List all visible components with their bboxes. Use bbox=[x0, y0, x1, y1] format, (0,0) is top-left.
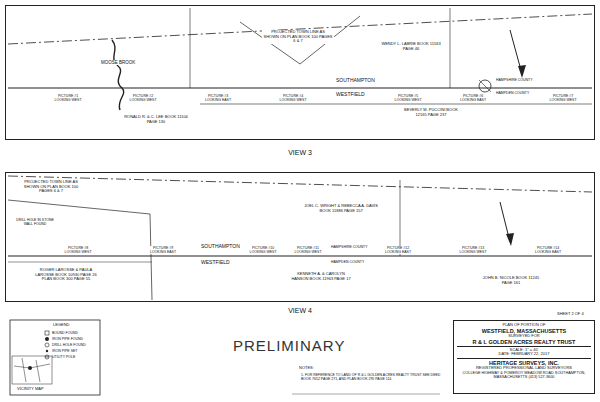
boundary-name: HAMPSHIRE COUNTY bbox=[495, 78, 534, 82]
parcel-label: JOHN B. NICOLE BOOK 11245 PAGE 161 bbox=[480, 276, 542, 285]
legend-symbol bbox=[44, 336, 50, 342]
map-caption: VICINITY MAP bbox=[16, 387, 45, 392]
photo-callout: PICTURE #10 LOOKING WEST bbox=[245, 246, 281, 254]
boundary-name: WESTFIELD bbox=[335, 92, 366, 98]
legend-text: IRON PIPE SET bbox=[52, 349, 77, 353]
parcel-label: PROJECTED TOWN LINE AS SHOWN ON PLAN BOO… bbox=[20, 180, 82, 194]
title-block-text: DATE: FEBRUARY 22, 2017 bbox=[457, 352, 591, 359]
boundary-name: WESTFIELD bbox=[200, 260, 231, 266]
photo-callout: PICTURE #2 LOOKING WEST bbox=[125, 94, 161, 102]
title-block-text: COLLEGE HIGHWAY & POMEROY MEADOW ROAD SO… bbox=[457, 371, 591, 380]
legend-text: UTILITY POLE bbox=[52, 355, 75, 359]
legend-symbol bbox=[44, 348, 50, 354]
photo-callout: PICTURE #13 LOOKING WEST bbox=[455, 246, 491, 254]
view-panel: VIEW 3 bbox=[5, 5, 595, 140]
legend-symbol bbox=[44, 342, 50, 348]
note-text: NOTES: bbox=[298, 366, 315, 371]
photo-callout: PICTURE #6 LOOKING EAST bbox=[455, 94, 491, 102]
legend-text: BOUND FOUND bbox=[52, 331, 78, 335]
title-block: PLAN OF PORTION OFWESTFIELD, MASSACHUSET… bbox=[453, 320, 595, 394]
view-title: VIEW 3 bbox=[6, 149, 594, 156]
boundary-name: SOUTHAMPTON bbox=[200, 244, 241, 250]
photo-callout: PICTURE #4 LOOKING WEST bbox=[275, 94, 311, 102]
photo-callout: PICTURE #14 LOOKING EAST bbox=[530, 246, 566, 254]
note-text: 1. FOR REFERENCE TO LAND OF R & L GOLDEN… bbox=[300, 373, 452, 381]
sheet-number: SHEET 2 OF 4 bbox=[556, 312, 585, 317]
boundary-name: HAMPDEN COUNTY bbox=[330, 260, 365, 264]
view-title: VIEW 4 bbox=[6, 307, 594, 314]
parcel-label: PROJECTED TOWN LINE AS SHOWN ON PLAN BOO… bbox=[262, 30, 334, 44]
title-block-text: R & L GOLDEN ACRES REALTY TRUST bbox=[457, 339, 591, 347]
legend-entry: IRON PIPE FOUND bbox=[44, 336, 86, 342]
parcel-label: MOOSE BROOK bbox=[100, 60, 136, 65]
legend-list: BOUND FOUND IRON PIPE FOUND DRILL HOLE FOU… bbox=[44, 330, 86, 360]
legend-symbol bbox=[44, 354, 50, 360]
photo-callout: PICTURE #1 LOOKING WEST bbox=[50, 94, 86, 102]
legend-entry: BOUND FOUND bbox=[44, 330, 86, 336]
parcel-label: ROGER LAROSSE & PAULA LAROSSE BOOK 10930… bbox=[30, 268, 102, 282]
photo-callout: PICTURE #11 LOOKING WEST bbox=[290, 246, 326, 254]
parcel-label: DRILL HOLE IN STONE WALL FOUND bbox=[14, 218, 56, 226]
legend-text: IRON PIPE FOUND bbox=[52, 337, 83, 341]
boundary-name: HAMPDEN COUNTY bbox=[495, 91, 530, 95]
photo-callout: PICTURE #8 LOOKING WEST bbox=[60, 246, 96, 254]
photo-callout: PICTURE #5 LOOKING WEST bbox=[390, 94, 426, 102]
photo-callout: PICTURE #7 LOOKING WEST bbox=[545, 94, 581, 102]
boundary-name: SOUTHAMPTON bbox=[335, 78, 376, 84]
parcel-label: WENDY L. LABRIE BOOK 11563 PAGE 46 bbox=[380, 42, 442, 51]
parcel-label: RONALD R. & C. LEE BOOK 11104 PAGE 130 bbox=[120, 115, 192, 124]
legend-text: DRILL HOLE FOUND bbox=[52, 343, 86, 347]
parcel-label: JOEL C. WRIGHT & REBECCA A. DAVIS BOOK 1… bbox=[300, 204, 382, 213]
photo-callout: PICTURE #12 LOOKING EAST bbox=[380, 246, 416, 254]
title-block-text: REGISTERED PROFESSIONAL LAND SURVEYORS bbox=[457, 366, 591, 371]
legend-entry: DRILL HOLE FOUND bbox=[44, 342, 86, 348]
watermark: PRELIMINARY bbox=[232, 337, 346, 354]
legend-entry: UTILITY POLE bbox=[44, 354, 86, 360]
photo-callout: PICTURE #9 LOOKING EAST bbox=[145, 246, 181, 254]
photo-callout: PICTURE #3 LOOKING EAST bbox=[200, 94, 236, 102]
legend-symbol bbox=[44, 330, 50, 336]
legend-entry: IRON PIPE SET bbox=[44, 348, 86, 354]
parcel-label: KENNETH A. & CAROLYN HANSON BOOK 11963 P… bbox=[290, 272, 352, 281]
legend-title: LEGEND bbox=[52, 323, 70, 328]
title-block-text: PLAN OF PORTION OF bbox=[457, 323, 591, 328]
parcel-label: BEVERLY M. PUCCINI BOOK 12165 PAGE 237 bbox=[400, 108, 462, 117]
boundary-name: HAMPSHIRE COUNTY bbox=[330, 245, 369, 249]
